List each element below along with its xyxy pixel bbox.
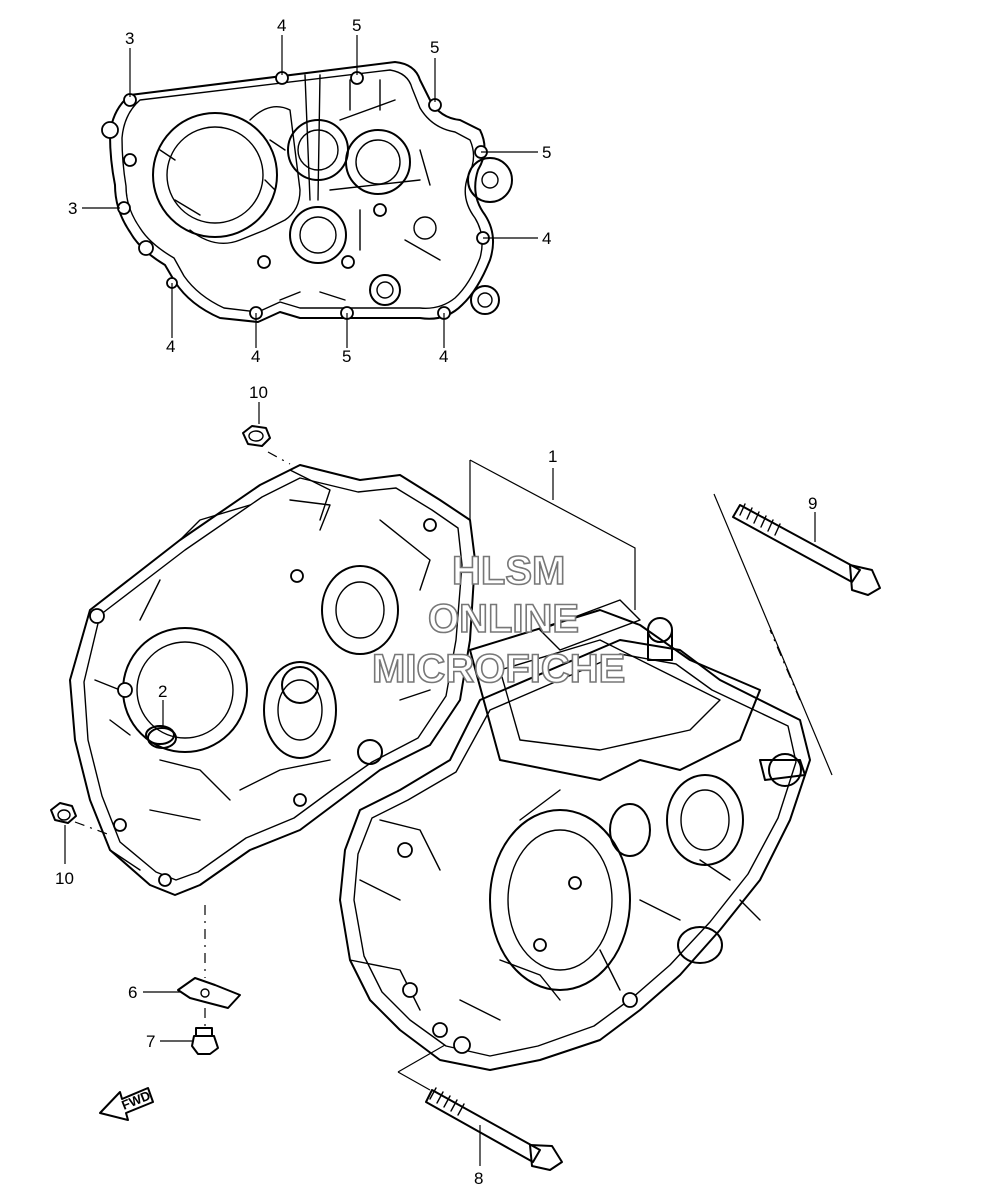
- watermark: HLSM ONLINE MICROFICHE: [371, 548, 626, 692]
- callout-5-top: 5: [352, 16, 361, 35]
- callout-5-right-top: 5: [430, 38, 439, 57]
- crankcase-half-top-view: [101, 61, 513, 323]
- part-7-screw: [160, 1008, 219, 1055]
- watermark-line-1: HLSM: [452, 549, 565, 593]
- callout-5-right: 5: [542, 143, 551, 162]
- callout-6: 6: [128, 983, 137, 1002]
- watermark-line-3: MICROFICHE: [372, 647, 625, 691]
- crankcase-left-half: [69, 464, 476, 896]
- crankcase-right-half: [339, 599, 811, 1071]
- callout-4-right: 4: [542, 229, 551, 248]
- callout-2: 2: [158, 682, 167, 701]
- callout-10-upper: 10: [249, 383, 268, 402]
- callout-4-bottom-mid: 4: [251, 347, 260, 366]
- callout-10-lower: 10: [55, 869, 74, 888]
- part-9-long-bolt: [713, 493, 881, 776]
- callout-3-upper: 3: [125, 29, 134, 48]
- callout-4-bottom-right: 4: [439, 347, 448, 366]
- callout-5-bottom: 5: [342, 347, 351, 366]
- part-1-group-bracket: [469, 459, 636, 610]
- forward-direction-arrow: FWD: [99, 1087, 154, 1121]
- callout-7: 7: [146, 1032, 155, 1051]
- callout-4-top: 4: [277, 16, 286, 35]
- part-10-upper-nut: [242, 402, 291, 465]
- callout-8: 8: [474, 1169, 483, 1188]
- part-2-dowel-pin: [145, 700, 175, 745]
- callout-4-bottom-left: 4: [166, 337, 175, 356]
- part-10-lower-nut: [50, 802, 111, 864]
- watermark-line-2: ONLINE: [428, 597, 579, 641]
- callout-3-lower: 3: [68, 199, 77, 218]
- top-view-leader-lines: [82, 35, 538, 348]
- part-6-plate: [143, 905, 241, 1009]
- callout-1: 1: [548, 447, 557, 466]
- part-8-long-bolt: [397, 1044, 563, 1171]
- callout-9: 9: [808, 494, 817, 513]
